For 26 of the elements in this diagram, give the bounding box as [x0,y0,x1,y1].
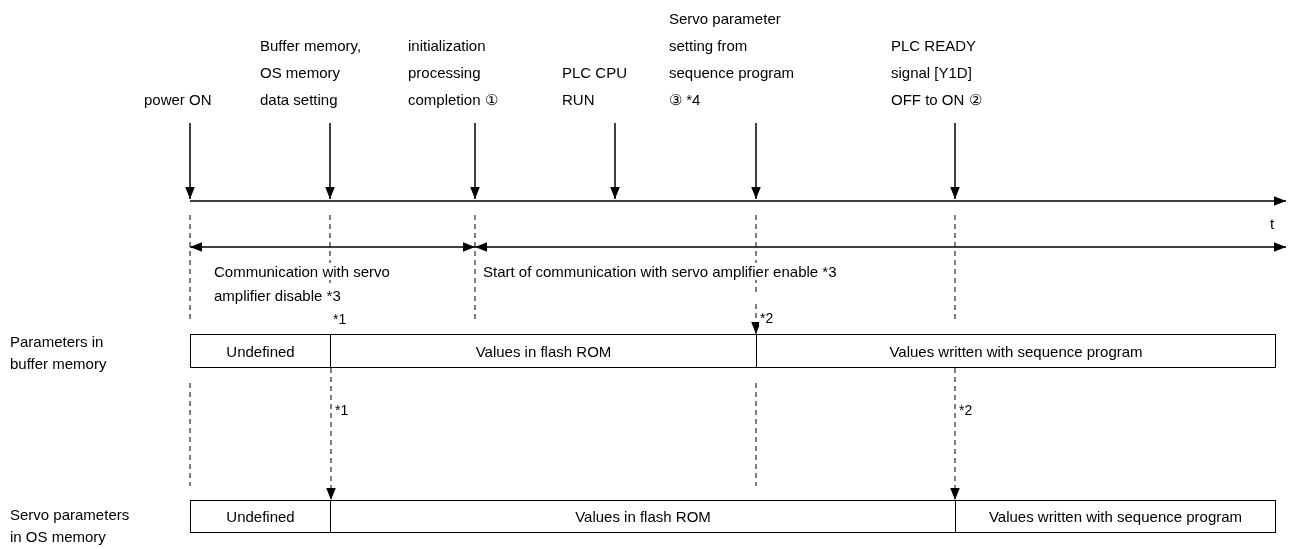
state-segment: Undefined [190,500,331,533]
state-segment: Values in flash ROM [330,500,956,533]
event-label: Buffer memory, OS memory data setting [260,32,366,113]
state-segment: Undefined [190,334,331,368]
event-label: PLC READY signal [Y1D] OFF to ON ② [891,32,1006,113]
edge-label: *2 [759,310,775,326]
arrow [470,122,480,200]
arrow [610,122,620,200]
edge-label: *2 [958,402,974,418]
span-note: Start of communication with servo amplifier enable *3 [483,262,838,282]
arrow [185,122,195,200]
state-segment: Values in flash ROM [330,334,757,368]
dashed-arrow [326,367,336,501]
edge-label: *1 [334,402,350,418]
arrow [751,122,761,200]
state-segment: Values written with sequence program [955,500,1276,533]
dashed-arrow [751,303,761,335]
span-note: Communication with servo amplifier disable *3 [214,262,391,306]
event-label: Servo parameter setting from sequence program ③ *4 [669,5,797,113]
event-label: power ON [144,86,244,113]
event-label: PLC CPU RUN [562,59,632,113]
state-segment: Values written with sequence program [756,334,1276,368]
arrow [325,122,335,200]
event-label: initialization processing completion ① [408,32,518,113]
dashed-arrow [950,367,960,501]
arrow [950,122,960,200]
